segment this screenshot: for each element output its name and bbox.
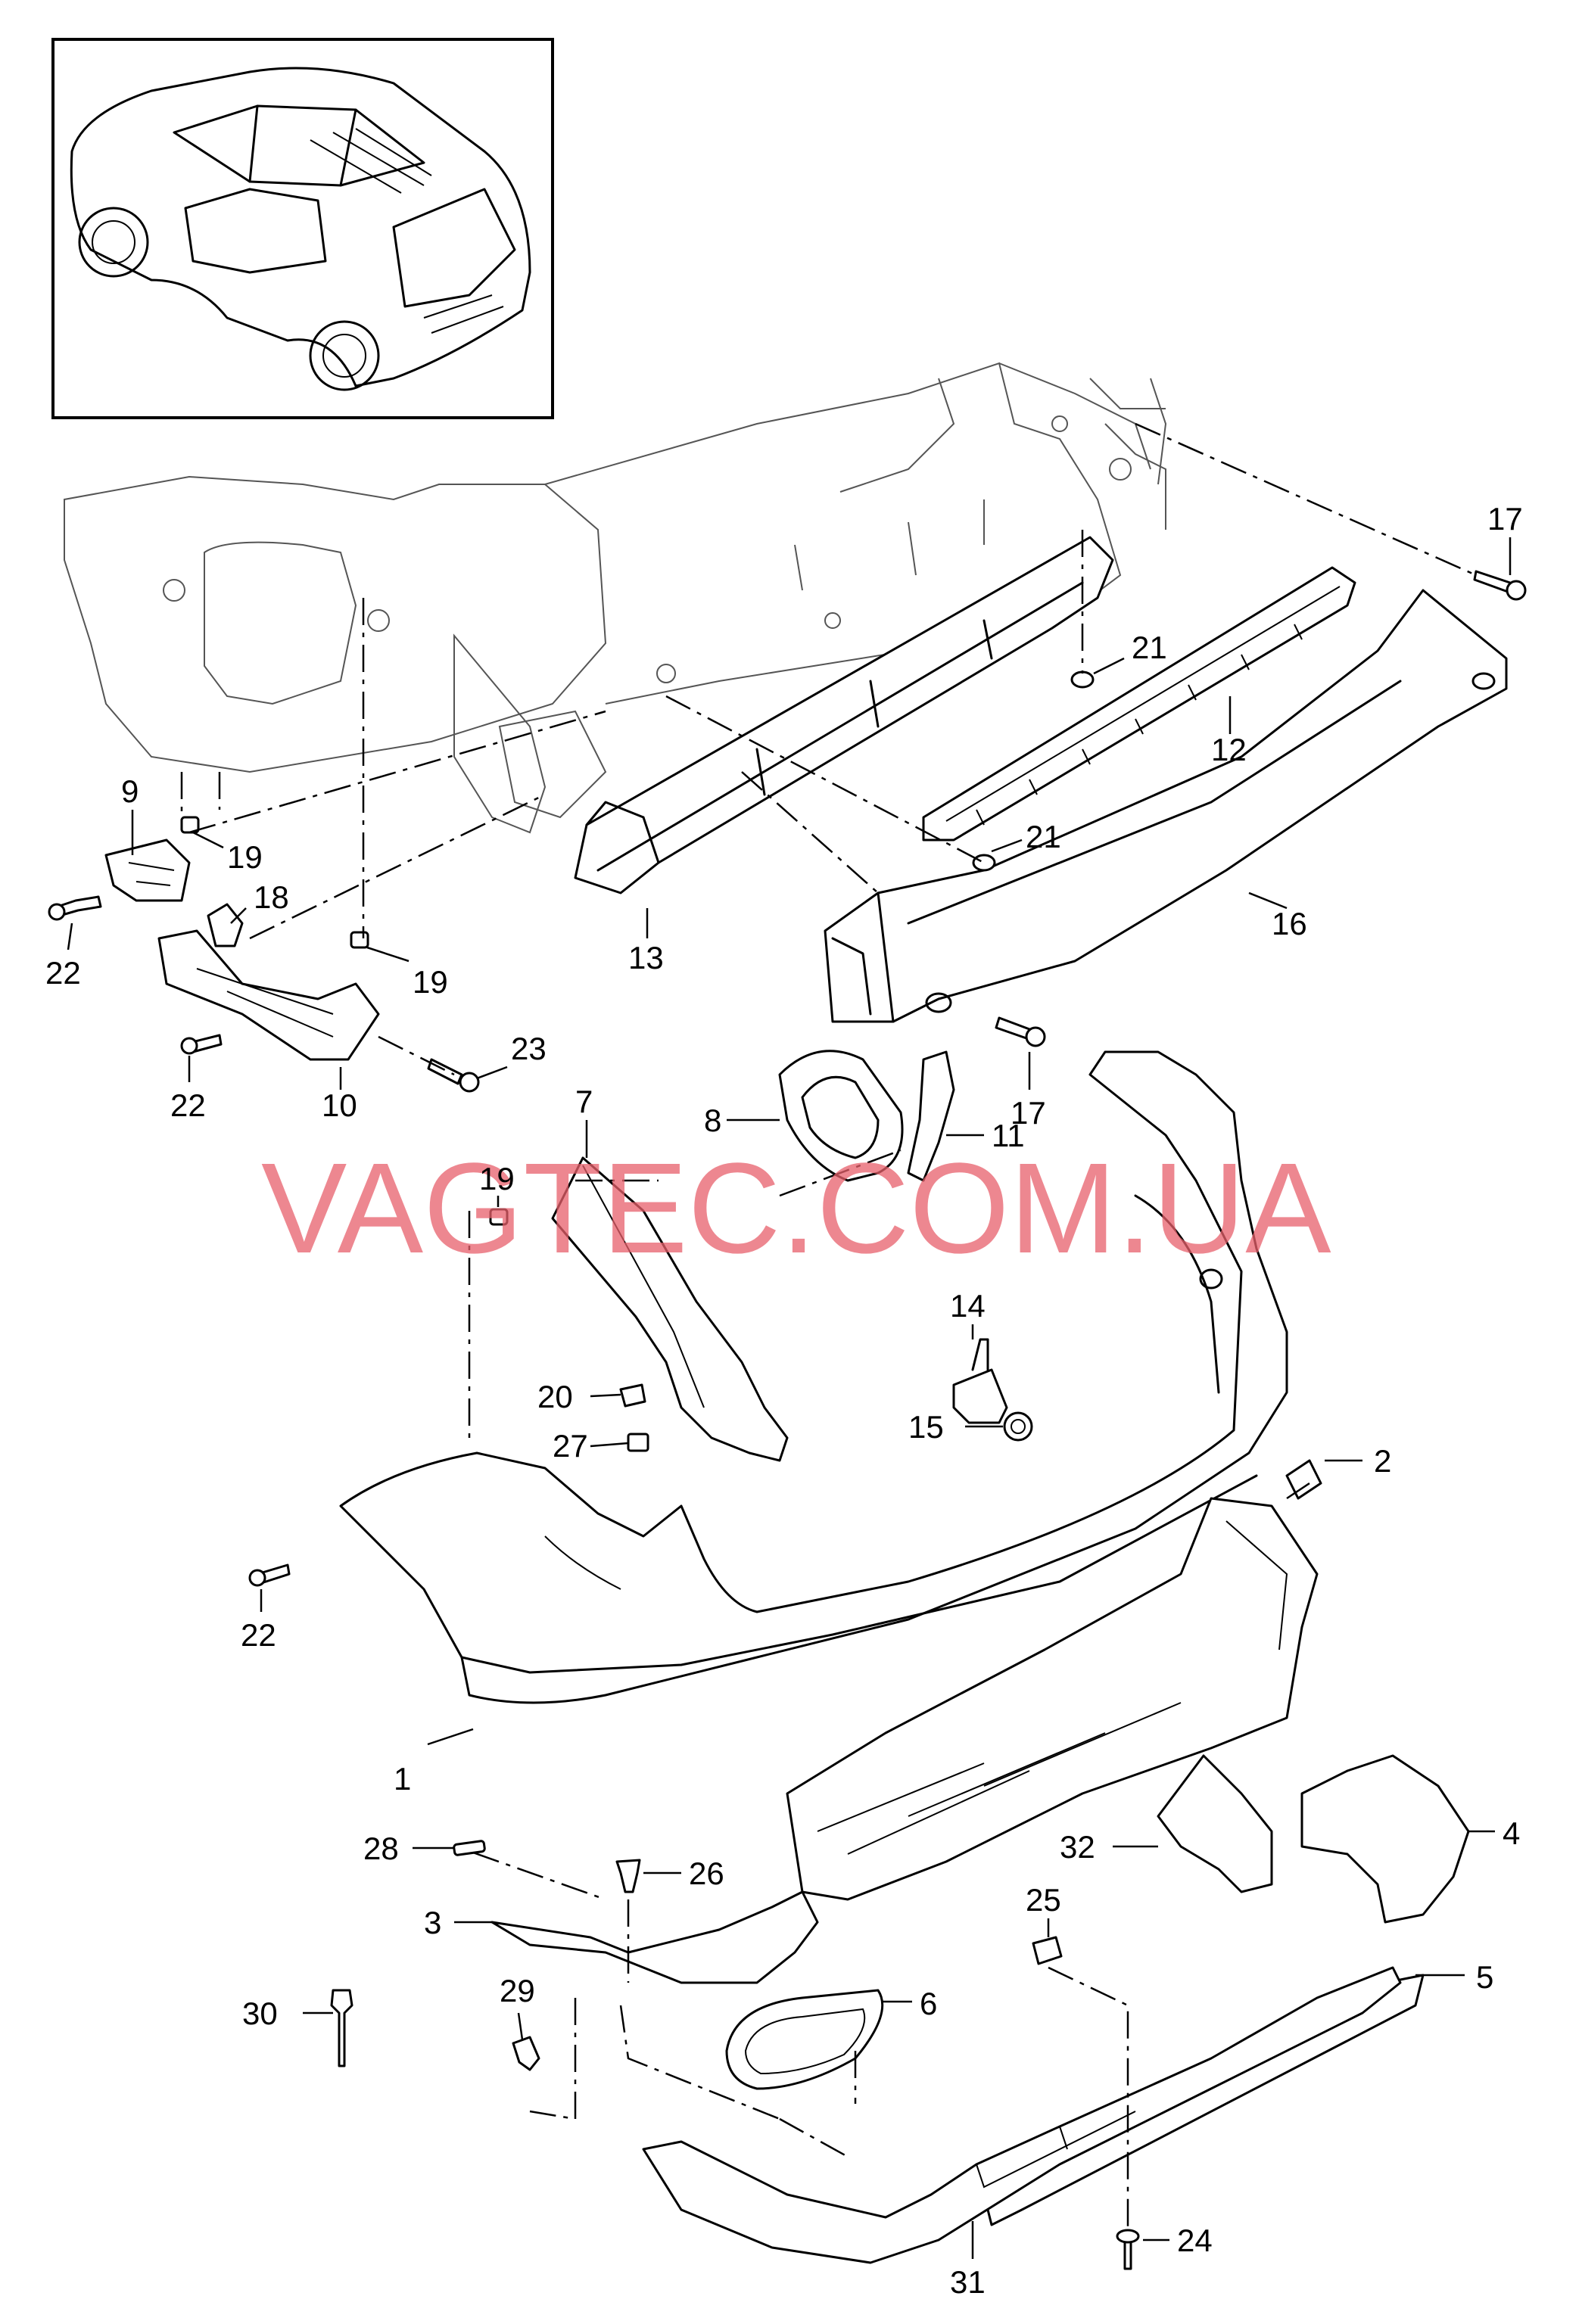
callout-29: 29 <box>500 1973 535 2008</box>
callout-22b: 22 <box>170 1087 206 1123</box>
callout-6: 6 <box>920 1986 937 2021</box>
callout-13: 13 <box>628 940 664 975</box>
callout-28: 28 <box>363 1831 399 1866</box>
part-12-guide-rail <box>922 566 1356 842</box>
part-16-bumper-beam <box>824 589 1508 1023</box>
part-32-bracket <box>1157 1754 1273 1893</box>
callout-32: 32 <box>1060 1829 1095 1865</box>
callout-19c: 19 <box>479 1161 515 1196</box>
part-18-clip <box>207 903 244 947</box>
vehicle-overview-inset <box>51 38 554 419</box>
leader-lines <box>67 537 1512 2259</box>
callout-23: 23 <box>511 1031 547 1066</box>
callout-19b: 19 <box>413 964 448 1000</box>
callout-15: 15 <box>908 1409 944 1445</box>
callout-3: 3 <box>424 1905 441 1940</box>
clip-26-icon <box>615 1859 641 1893</box>
part-14-sensor <box>952 1338 1008 1424</box>
callout-4: 4 <box>1503 1815 1520 1851</box>
assembly-lines <box>180 422 1477 2232</box>
callout-16: 16 <box>1272 906 1307 941</box>
screw-17a-icon <box>1473 570 1527 601</box>
seal-28-icon <box>453 1840 486 1856</box>
suv-illustration <box>70 67 531 391</box>
clip-27-icon <box>627 1433 649 1452</box>
part-31-diffuser-lower <box>642 1966 1402 2264</box>
callout-20: 20 <box>537 1379 573 1414</box>
callout-17a: 17 <box>1487 501 1523 537</box>
part-4-lower-cover-right <box>1300 1754 1470 1924</box>
screw-22b-icon <box>180 1034 223 1055</box>
clip-25-icon <box>1032 1936 1063 1965</box>
callout-10: 10 <box>322 1087 357 1123</box>
diffuser-upper <box>786 1497 1319 1901</box>
part-6-trim-ring <box>725 1989 884 2090</box>
callout-22a: 22 <box>45 955 81 991</box>
screw-23-icon <box>427 1058 480 1093</box>
part-11-holder <box>907 1050 955 1182</box>
screw-17b-icon <box>995 1016 1046 1047</box>
callout-2: 2 <box>1374 1443 1391 1479</box>
watermark-text: VAGTEC.COM.UA <box>261 1137 1331 1280</box>
callout-25: 25 <box>1026 1882 1061 1918</box>
callout-31: 31 <box>950 2264 986 2300</box>
part-9-bracket <box>104 838 191 902</box>
callout-labels: 1 2 3 4 5 6 7 8 9 10 11 12 13 14 15 16 1… <box>45 501 1523 2300</box>
nut-21b-icon <box>972 854 996 872</box>
callout-1: 1 <box>394 1761 411 1797</box>
screw-24-icon <box>1116 2229 1140 2270</box>
callout-26: 26 <box>689 1856 724 1891</box>
nut-21a-icon <box>1070 670 1095 689</box>
screw-22c-icon <box>248 1563 291 1587</box>
part-13-bumper-carrier-inner <box>574 536 1114 894</box>
callout-22c: 22 <box>241 1617 276 1653</box>
part-2-cap <box>1285 1459 1322 1500</box>
nut-19b-icon <box>350 931 369 949</box>
callout-5: 5 <box>1476 1959 1493 1995</box>
part-10-bracket <box>157 929 380 1061</box>
callout-24: 24 <box>1177 2223 1213 2258</box>
callout-14: 14 <box>950 1288 986 1324</box>
clip-20-icon <box>619 1383 646 1408</box>
callout-30: 30 <box>242 1996 278 2031</box>
callout-19a: 19 <box>227 839 263 875</box>
callout-9: 9 <box>121 773 139 809</box>
nut-19c-icon <box>489 1208 509 1226</box>
callout-21b: 21 <box>1026 819 1061 854</box>
rear-body-structure <box>64 362 1167 834</box>
part-3-lower-cover <box>490 1890 819 1984</box>
part-8-frame <box>778 1050 904 1182</box>
callout-21a: 21 <box>1132 630 1167 665</box>
callout-8: 8 <box>704 1103 721 1138</box>
screw-22a-icon <box>48 895 102 921</box>
callout-7: 7 <box>575 1084 593 1119</box>
part-15-sensor-ring <box>1003 1411 1033 1442</box>
part-1-bumper-cover <box>339 1050 1288 1704</box>
part-7-side-bracket <box>551 1156 789 1462</box>
callout-18: 18 <box>254 879 289 915</box>
callout-12: 12 <box>1211 732 1247 767</box>
callout-27: 27 <box>553 1428 588 1464</box>
clip-29-icon <box>512 2036 540 2071</box>
rivet-30-icon <box>330 1989 353 2067</box>
callout-11: 11 <box>992 1118 1025 1153</box>
callout-17b: 17 <box>1011 1095 1046 1131</box>
